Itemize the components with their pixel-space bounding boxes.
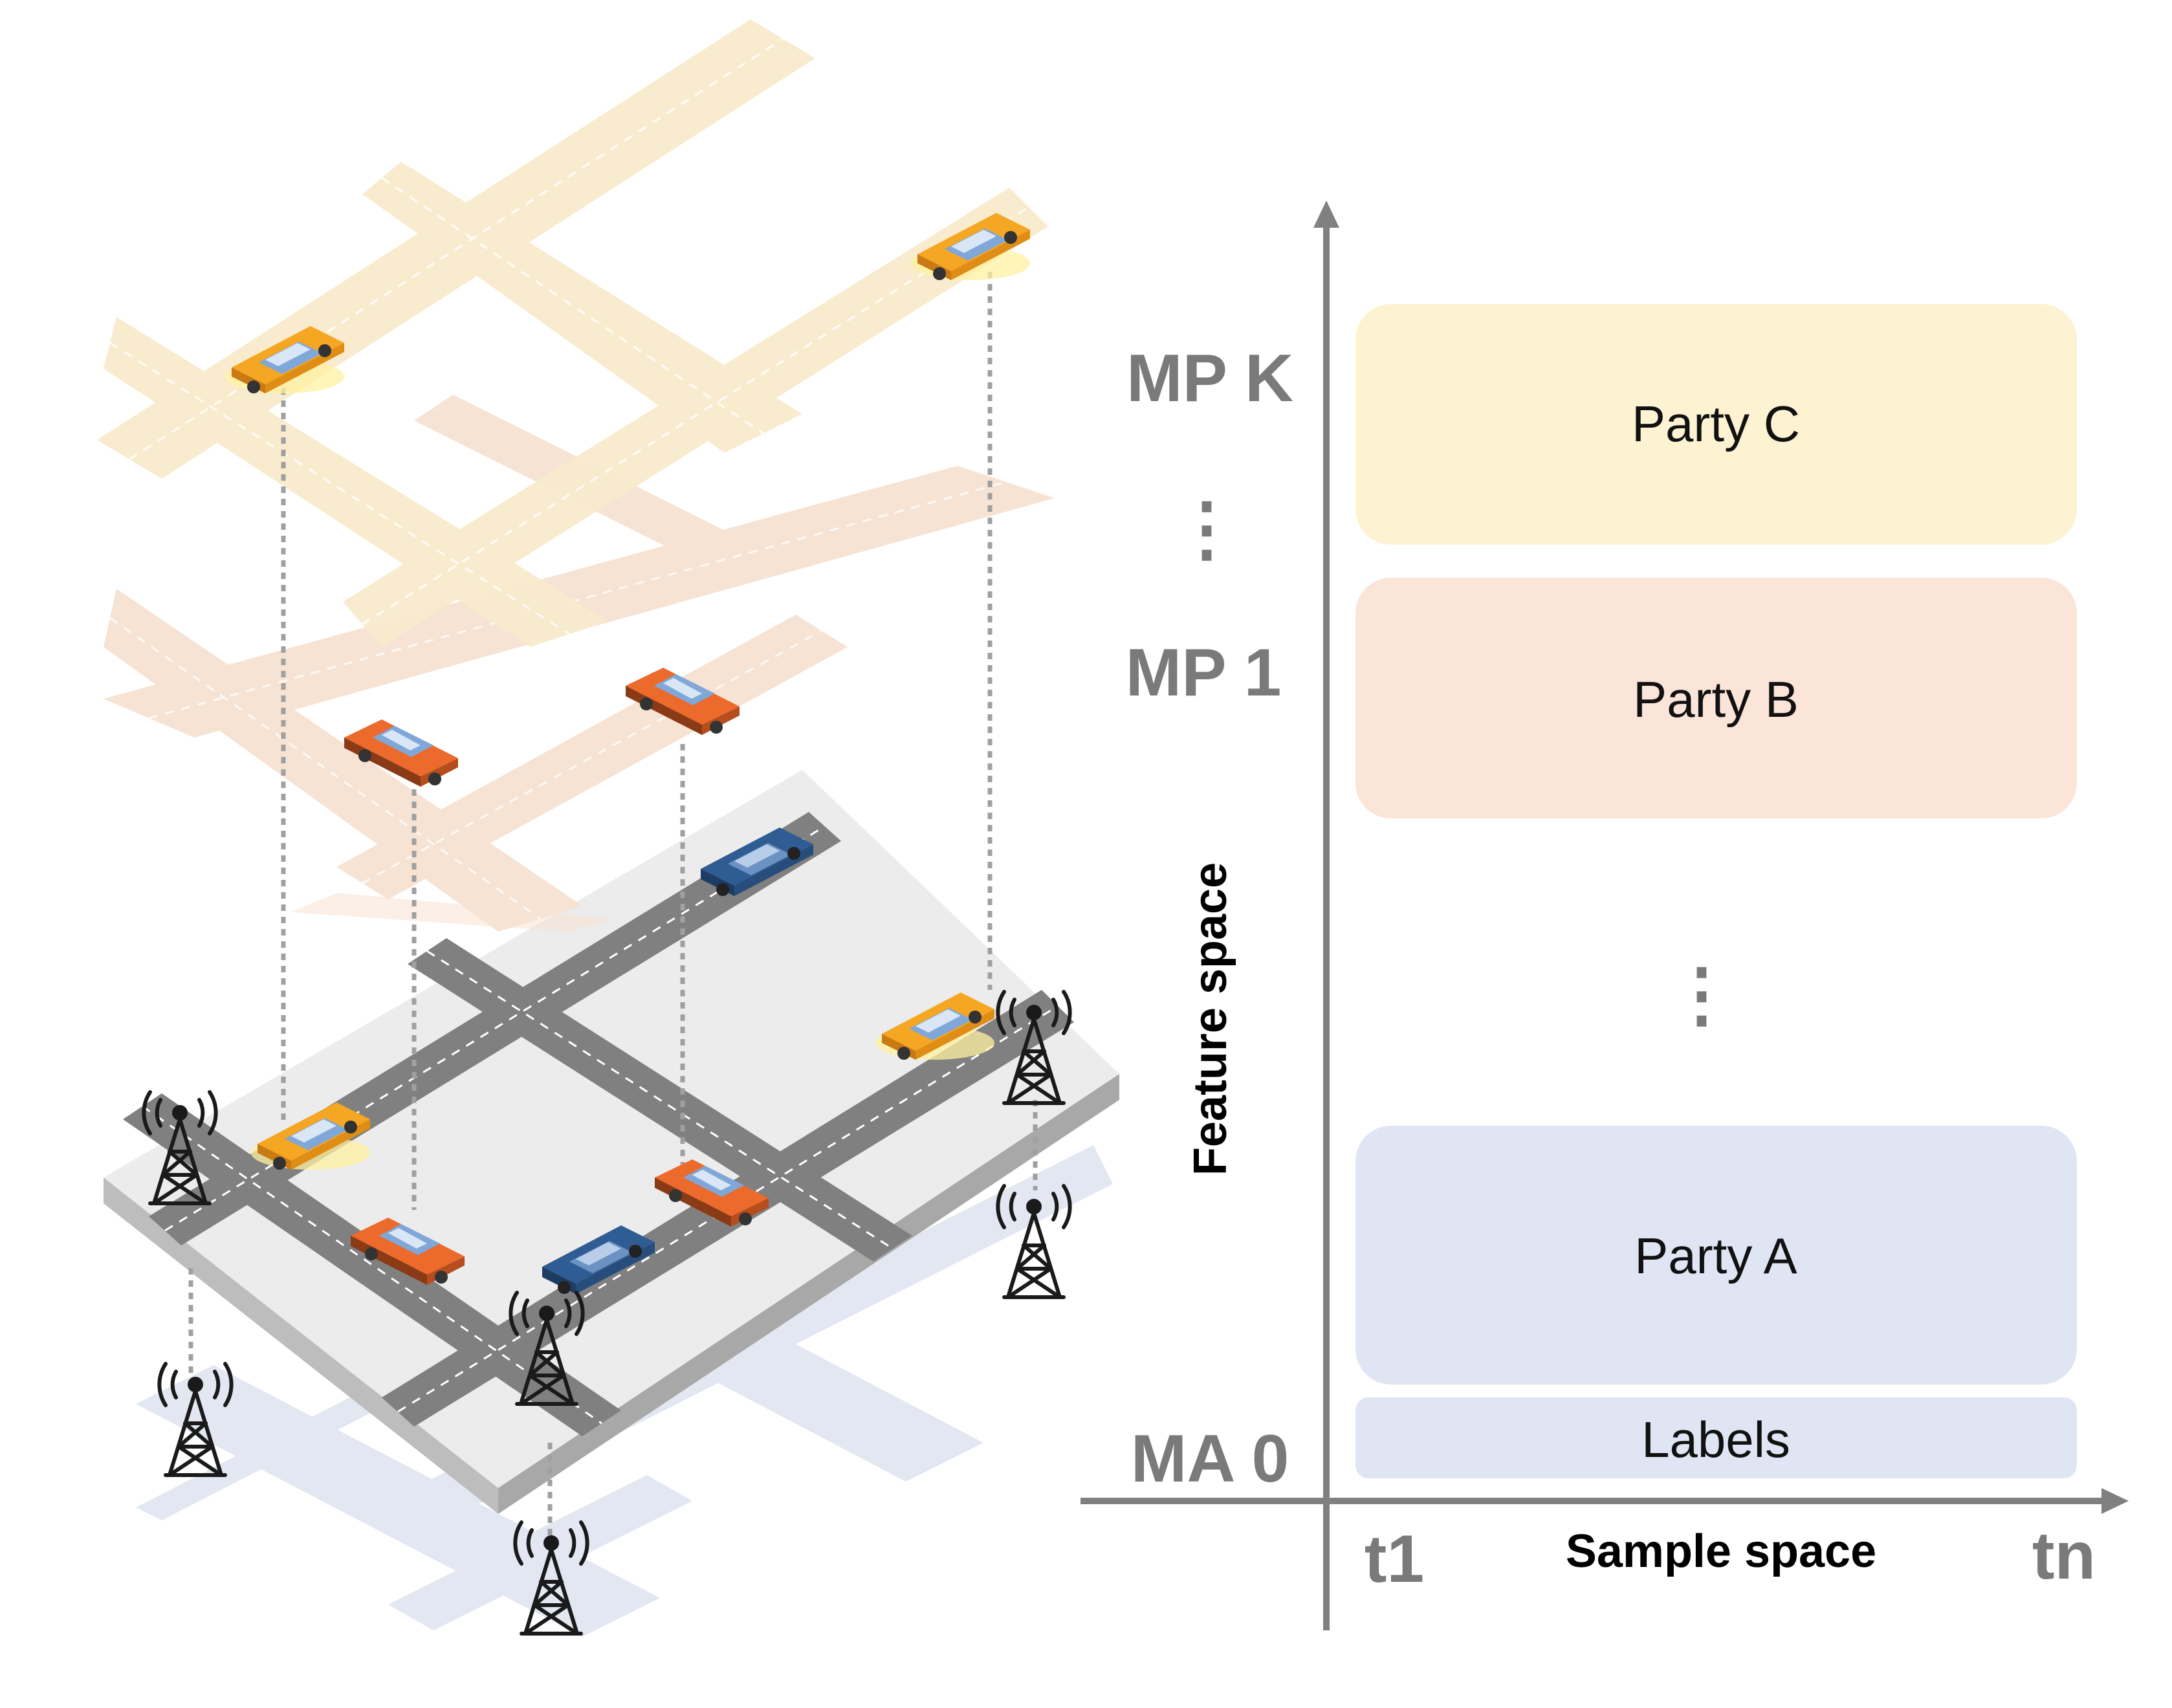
layer-middle-orange (104, 395, 1055, 932)
party-a-box (1355, 1126, 2077, 1385)
row-label-mp-1: MP 1 (1126, 635, 1282, 710)
party-c-label: Party C (1632, 395, 1800, 452)
x-axis-arrowhead (2101, 1488, 2129, 1514)
party-b-box (1355, 578, 2077, 818)
y-axis-title: Feature space (1185, 862, 1236, 1176)
y-axis-arrowhead (1313, 201, 1339, 228)
party-c-box (1355, 304, 2077, 545)
x-tick-t1: t1 (1365, 1522, 1424, 1597)
x-tick-tn: tn (2032, 1518, 2096, 1593)
party-b-label: Party B (1633, 671, 1799, 728)
labels-box (1355, 1397, 2077, 1478)
row-label-ma-0: MA 0 (1131, 1421, 1289, 1496)
labels-label: Labels (1641, 1411, 1790, 1468)
layer-top-yellow (97, 19, 1048, 647)
party-a-label: Party A (1634, 1227, 1797, 1284)
feature-sample-chart: Party C Party B Party A Labels MP K ⋮ MP… (1081, 201, 2129, 1630)
x-axis-title: Sample space (1566, 1526, 1876, 1577)
row-label-ellipsis: ⋮ (1171, 489, 1242, 569)
row-label-mp-k: MP K (1126, 341, 1293, 416)
box-ellipsis: ⋮ (1666, 955, 1737, 1035)
layer-connectors (188, 272, 1038, 1540)
